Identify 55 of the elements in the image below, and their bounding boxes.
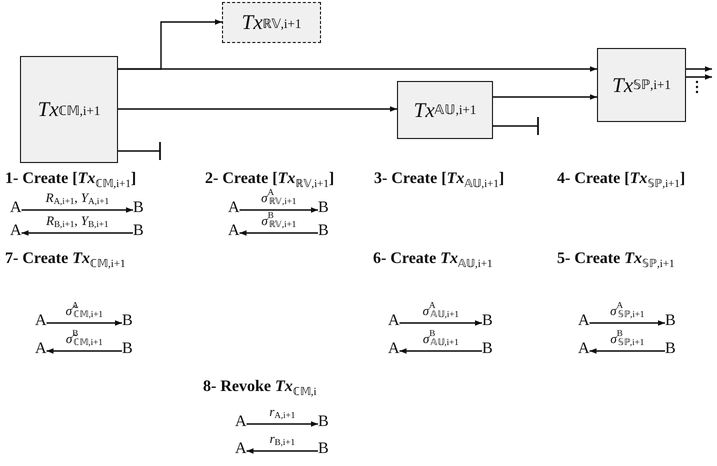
- edge-label: r$_{A,i+1}$: [269, 403, 296, 422]
- arrow: [240, 207, 318, 213]
- party-label: A: [235, 440, 247, 458]
- party-label: B: [318, 222, 329, 240]
- step-heading: 2- Create [Tx$_{ℝ𝕍,i+1}$]: [205, 170, 334, 188]
- party-label: B: [318, 199, 329, 217]
- arrow: [400, 320, 482, 326]
- arrow: [590, 320, 665, 326]
- party-label: A: [228, 222, 240, 240]
- terminated-line: [118, 141, 161, 161]
- arrow: [686, 66, 712, 72]
- party-label: A: [235, 413, 247, 431]
- terminated-line: [493, 116, 539, 136]
- party-label: B: [482, 340, 493, 358]
- step-heading: 1- Create [Tx$_{ℂ𝕄,i+1}$]: [5, 170, 136, 188]
- arrow: [400, 348, 482, 354]
- edge-label: R$_{B,i+1}$, Y$_{B,i+1}$: [46, 212, 108, 231]
- party-label: A: [228, 199, 240, 217]
- edge-label: r$_{B,i+1}$: [270, 430, 295, 449]
- arrow: [686, 74, 712, 80]
- arrow: [46, 320, 122, 326]
- party-label: B: [133, 222, 144, 240]
- edge-label: R$_{A,i+1}$, Y$_{A,i+1}$: [46, 189, 109, 208]
- party-label: B: [122, 340, 133, 358]
- arrow: [246, 448, 318, 454]
- arrow: [590, 348, 665, 354]
- party-label: B: [482, 312, 493, 330]
- arrow: [246, 421, 318, 427]
- arrow: [493, 94, 597, 100]
- party-label: A: [35, 312, 47, 330]
- step-heading: 4- Create [Tx$_{𝕊ℙ,i+1}$]: [557, 170, 686, 188]
- step-heading: 7- Create Tx$_{ℂ𝕄,i+1}$: [5, 250, 126, 268]
- step-heading: 8- Revoke Tx$_{ℂ𝕄,i}$: [203, 378, 317, 396]
- party-label: A: [10, 222, 22, 240]
- step-heading: 6- Create Tx$_{𝔸𝕌,i+1}$: [373, 250, 493, 268]
- party-label: A: [578, 312, 590, 330]
- party-label: A: [578, 340, 590, 358]
- party-label: B: [133, 199, 144, 217]
- arrow: [118, 106, 397, 112]
- step-heading: 5- Create Tx$_{𝕊ℙ,i+1}$: [557, 250, 675, 268]
- arrow: [22, 230, 133, 236]
- party-label: B: [665, 340, 676, 358]
- party-label: A: [388, 340, 400, 358]
- arrow: [46, 348, 122, 354]
- arrow: [118, 66, 597, 72]
- arrow: [22, 207, 133, 213]
- party-label: B: [318, 413, 329, 431]
- party-label: A: [10, 199, 22, 217]
- party-label: B: [122, 312, 133, 330]
- party-label: A: [35, 340, 47, 358]
- party-label: B: [318, 440, 329, 458]
- party-label: A: [388, 312, 400, 330]
- party-label: B: [665, 312, 676, 330]
- arrow: [240, 230, 318, 236]
- step-heading: 3- Create [Tx$_{𝔸𝕌,i+1}$]: [374, 170, 504, 188]
